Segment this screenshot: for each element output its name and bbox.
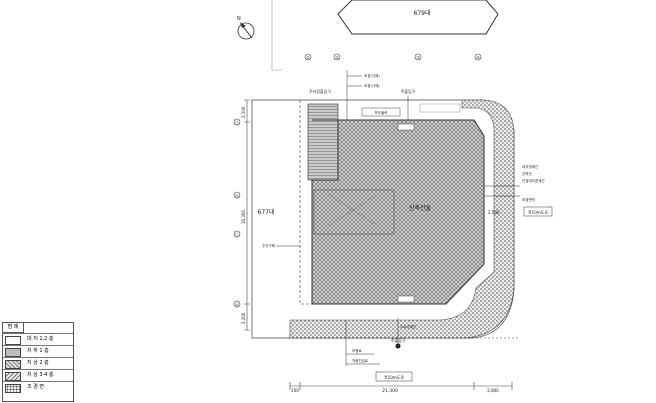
entrance-left-top: 주차장출입구	[309, 88, 331, 94]
bottom-dimension: 200 21,300 2,800	[289, 382, 513, 394]
note-7: 조경면적	[522, 197, 535, 202]
parcel-679-label: 679대	[414, 9, 431, 17]
dim-bottom-main: 21,300	[382, 388, 398, 394]
legend-label: 지 상 2 층	[27, 360, 49, 366]
grid-mark-1: ①	[306, 55, 310, 60]
grid-marks-left: ⓐ ⓑ ⓒ ⓓ	[233, 118, 241, 308]
note-11: 도로경계선	[400, 324, 416, 329]
road-bottom-label: 폭10m도로	[384, 375, 404, 380]
legend-row: 지 상 3·4 층	[3, 369, 73, 381]
entrance-bottom: 주출입구	[391, 337, 406, 343]
grid-mark-4: ④	[476, 55, 480, 60]
legend-label: 지 하 1 층	[27, 348, 49, 354]
entrance-right-top: 주출입구	[401, 88, 416, 94]
note-3: 보도블럭	[375, 110, 388, 115]
grid-mark-3: ③	[416, 55, 420, 60]
parcel-677-label: 677대	[258, 208, 275, 216]
legend-row: 지 하 1 층	[3, 345, 73, 357]
legend-label: 대 지 1,2 층	[27, 336, 54, 342]
note-6: 인접대지경계선	[522, 178, 545, 183]
legend-label: 조 경 면	[27, 384, 44, 390]
legend-swatch	[5, 384, 21, 393]
grid-mark-a: ⓐ	[235, 119, 239, 125]
dim-bottom-left: 200	[291, 388, 299, 393]
legend-swatch	[5, 336, 21, 345]
legend-swatch	[5, 372, 21, 381]
legend-swatch	[5, 348, 21, 357]
dim-left-bot: 2,200	[241, 312, 246, 324]
grid-mark-c: ⓒ	[235, 231, 239, 237]
dim-bottom-right: 2,800	[487, 388, 499, 393]
dim-right-mid: 2,500	[488, 210, 500, 215]
legend-row: 조 경 면	[3, 381, 73, 393]
left-dimension: 2,100 16,300 2,200	[241, 99, 250, 331]
note-5: 건축선	[522, 171, 532, 176]
north-arrow-icon: N	[237, 16, 255, 40]
top-annotations: 조경(식재) 조경(식재) 주차장출입구 주출입구 보도블럭	[309, 70, 461, 131]
building-label: 신축건물	[409, 204, 432, 212]
building-line	[299, 100, 312, 305]
parcel-679-outline	[337, 0, 499, 35]
north-label: N	[237, 16, 241, 22]
parking-strip	[307, 103, 339, 181]
note-10: 차량진입로	[352, 358, 369, 363]
left-annotations: 주차구획	[262, 243, 300, 248]
bottom-annotations: 보행로 차량진입로 주출입구 도로경계선	[288, 295, 520, 366]
core-outline	[313, 189, 395, 235]
note-8: 주차구획	[262, 243, 275, 248]
legend-label: 지 상 3·4 층	[27, 372, 54, 378]
grid-mark-2: ②	[335, 55, 339, 60]
legend-title: 범 례	[3, 323, 24, 333]
grid-mark-d: ⓓ	[235, 301, 239, 307]
landscape-band	[289, 99, 515, 339]
dim-left-top: 2,100	[241, 106, 246, 118]
right-annotations: 대지경계선 건축선 인접대지경계선 조경면적 2,500 폭10m도로	[484, 164, 553, 217]
legend-row: 지 상 2 층	[3, 357, 73, 369]
road-right-label: 폭10m도로	[528, 210, 548, 215]
grid-mark-b: ⓑ	[235, 192, 239, 198]
dim-left-mid: 16,300	[241, 210, 246, 224]
building-footprint	[311, 119, 485, 305]
grid-marks-top: ① ② ③ ④	[304, 53, 482, 61]
legend: 범 례 대 지 1,2 층 지 하 1 층 지 상 2 층 지 상 3·4 층 …	[2, 322, 74, 402]
legend-swatch	[5, 360, 21, 369]
legend-row: 대 지 1,2 층	[3, 333, 73, 345]
note-9: 보행로	[352, 348, 362, 353]
note-2: 조경(식재)	[364, 83, 380, 88]
note-4: 대지경계선	[522, 164, 538, 169]
note-1: 조경(식재)	[364, 73, 380, 78]
